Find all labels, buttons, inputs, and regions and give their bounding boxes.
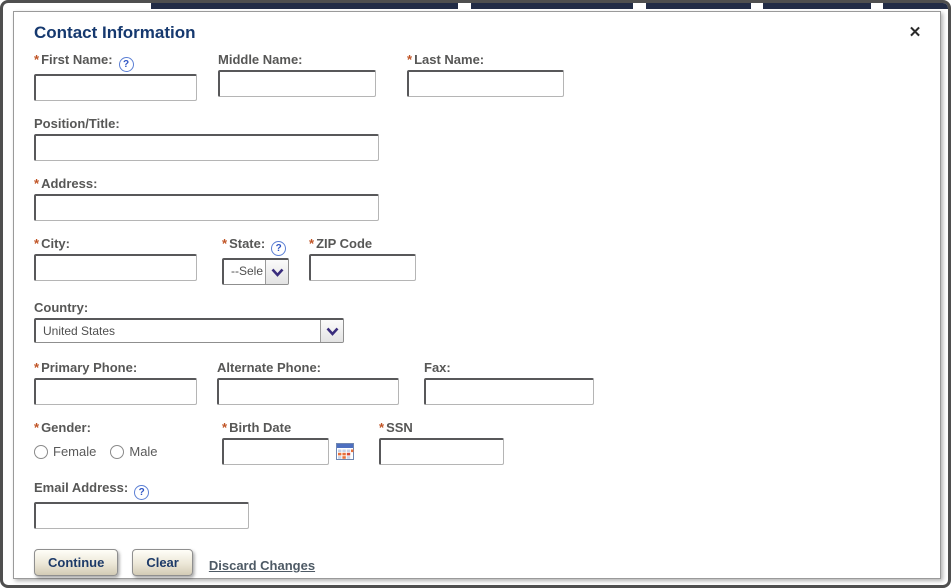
background-page-bar bbox=[151, 3, 458, 9]
address-input[interactable] bbox=[34, 194, 379, 221]
first-name-label: *First Name:? bbox=[34, 52, 218, 72]
gender-field: *Gender: Female Male bbox=[34, 420, 222, 465]
birth-date-input[interactable] bbox=[222, 438, 329, 465]
clear-button[interactable]: Clear bbox=[132, 549, 193, 576]
country-selected-value: United States bbox=[43, 324, 116, 338]
close-icon[interactable]: ✕ bbox=[908, 24, 922, 41]
email-row: Email Address:? bbox=[34, 480, 920, 529]
gender-birth-ssn-row: *Gender: Female Male *Birth Date bbox=[34, 420, 920, 465]
city-state-zip-row: *City: *State:? --Sele *ZIP Code bbox=[34, 236, 920, 285]
state-select[interactable]: --Sele bbox=[222, 258, 289, 285]
state-label: *State:? bbox=[222, 236, 309, 256]
gender-options: Female Male bbox=[34, 438, 222, 465]
name-row: *First Name:? Middle Name: *Last Name: bbox=[34, 52, 920, 101]
last-name-input[interactable] bbox=[407, 70, 564, 97]
male-radio-label: Male bbox=[129, 444, 158, 459]
middle-name-input[interactable] bbox=[218, 70, 376, 97]
middle-name-field: Middle Name: bbox=[218, 52, 407, 97]
ssn-field: *SSN bbox=[379, 420, 504, 465]
background-page-bar bbox=[883, 3, 948, 9]
email-field: Email Address:? bbox=[34, 480, 249, 529]
help-icon[interactable]: ? bbox=[134, 485, 150, 500]
female-radio[interactable] bbox=[34, 444, 48, 459]
primary-phone-field: *Primary Phone: bbox=[34, 360, 217, 405]
zip-field: *ZIP Code bbox=[309, 236, 416, 281]
continue-button[interactable]: Continue bbox=[34, 549, 119, 576]
alternate-phone-label: Alternate Phone: bbox=[217, 360, 322, 375]
discard-changes-link[interactable]: Discard Changes bbox=[208, 558, 316, 573]
email-input[interactable] bbox=[34, 502, 249, 529]
birth-date-field: *Birth Date bbox=[222, 420, 379, 465]
required-marker: * bbox=[309, 236, 315, 251]
country-label: Country: bbox=[34, 300, 89, 315]
country-select[interactable]: United States bbox=[34, 318, 344, 343]
country-field: Country: United States bbox=[34, 300, 344, 343]
address-row: *Address: bbox=[34, 176, 920, 221]
zip-input[interactable] bbox=[309, 254, 416, 281]
country-row: Country: United States bbox=[34, 300, 920, 343]
background-page-bar bbox=[471, 3, 633, 9]
first-name-input[interactable] bbox=[34, 74, 197, 101]
address-field: *Address: bbox=[34, 176, 379, 221]
position-title-field: Position/Title: bbox=[34, 116, 379, 161]
chevron-down-icon bbox=[320, 320, 343, 342]
alternate-phone-input[interactable] bbox=[217, 378, 399, 405]
contact-information-dialog: ✕ Contact Information *First Name:? Midd… bbox=[13, 11, 941, 579]
city-field: *City: bbox=[34, 236, 222, 281]
help-icon[interactable]: ? bbox=[118, 57, 134, 72]
required-marker: * bbox=[34, 52, 40, 67]
birth-date-label: *Birth Date bbox=[222, 420, 292, 435]
state-selected-value: --Sele bbox=[231, 264, 264, 278]
calendar-icon[interactable] bbox=[336, 443, 354, 460]
required-marker: * bbox=[34, 236, 40, 251]
ssn-input[interactable] bbox=[379, 438, 504, 465]
email-label: Email Address:? bbox=[34, 480, 249, 500]
state-field: *State:? --Sele bbox=[222, 236, 309, 285]
help-icon[interactable]: ? bbox=[271, 241, 287, 256]
dialog-title: Contact Information bbox=[34, 23, 196, 42]
required-marker: * bbox=[34, 420, 40, 435]
chevron-down-icon bbox=[265, 260, 288, 284]
required-marker: * bbox=[34, 176, 40, 191]
required-marker: * bbox=[222, 236, 228, 251]
last-name-label: *Last Name: bbox=[407, 52, 485, 67]
ssn-label: *SSN bbox=[379, 420, 413, 435]
city-label: *City: bbox=[34, 236, 70, 251]
zip-label: *ZIP Code bbox=[309, 236, 373, 251]
primary-phone-input[interactable] bbox=[34, 378, 197, 405]
required-marker: * bbox=[222, 420, 228, 435]
city-input[interactable] bbox=[34, 254, 197, 281]
address-label: *Address: bbox=[34, 176, 98, 191]
required-marker: * bbox=[407, 52, 413, 67]
last-name-field: *Last Name: bbox=[407, 52, 564, 97]
middle-name-label: Middle Name: bbox=[218, 52, 303, 67]
first-name-field: *First Name:? bbox=[34, 52, 218, 101]
required-marker: * bbox=[379, 420, 385, 435]
fax-label: Fax: bbox=[424, 360, 451, 375]
primary-phone-label: *Primary Phone: bbox=[34, 360, 138, 375]
position-title-label: Position/Title: bbox=[34, 116, 120, 131]
fax-field: Fax: bbox=[424, 360, 594, 405]
phone-row: *Primary Phone: Alternate Phone: Fax: bbox=[34, 360, 920, 405]
action-bar: Continue Clear Discard Changes bbox=[34, 549, 920, 576]
gender-label: *Gender: bbox=[34, 420, 91, 435]
position-row: Position/Title: bbox=[34, 116, 920, 161]
background-page-bar bbox=[763, 3, 871, 9]
alternate-phone-field: Alternate Phone: bbox=[217, 360, 424, 405]
required-marker: * bbox=[34, 360, 40, 375]
position-title-input[interactable] bbox=[34, 134, 379, 161]
male-radio[interactable] bbox=[110, 444, 125, 459]
background-page-bar bbox=[646, 3, 751, 9]
fax-input[interactable] bbox=[424, 378, 594, 405]
female-radio-label: Female bbox=[53, 444, 97, 459]
